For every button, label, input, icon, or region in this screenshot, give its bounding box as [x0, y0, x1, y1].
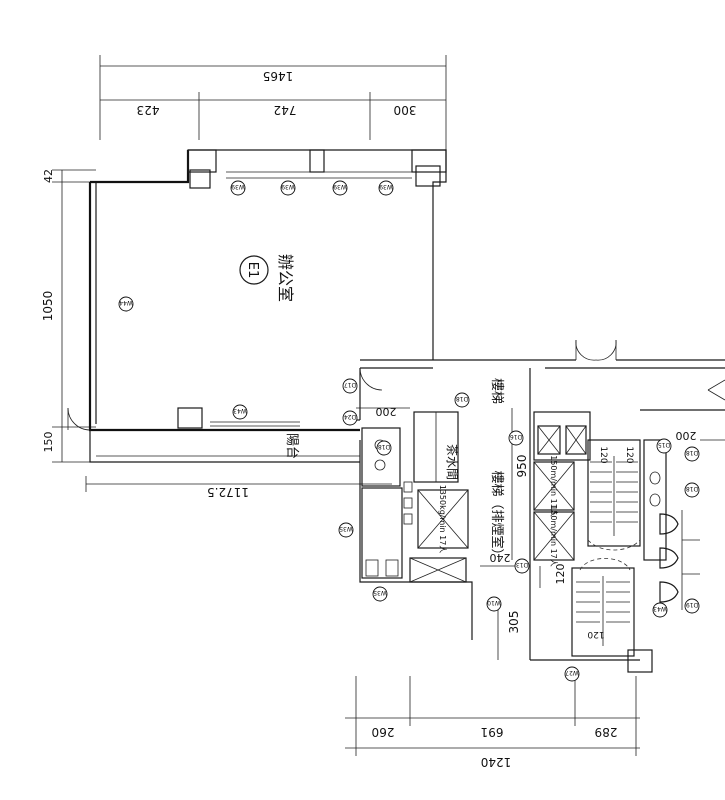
- svg-text:W39: W39: [231, 183, 245, 190]
- stair-label-1: 樓梯: [489, 378, 504, 404]
- svg-text:W43: W43: [653, 605, 667, 612]
- dim-top-b: 742: [274, 103, 297, 117]
- top-dimension-chain: 1465 423 742 300: [99, 55, 447, 150]
- element-tags: W39 W39 W39 W39 W44 W43 D17 D18 D24 D18 …: [118, 180, 700, 682]
- dim-top-a: 423: [137, 103, 160, 117]
- dim-240: 240: [490, 551, 511, 564]
- toilet-right: 200: [640, 379, 725, 610]
- tag: D18: [684, 446, 700, 462]
- tag: D13: [514, 558, 530, 574]
- bottom-dimension-chain: 260 691 289 1240: [345, 676, 640, 769]
- dim-top-total: 1465: [263, 69, 294, 83]
- tag: D17: [342, 378, 358, 394]
- left-dimension-chain: 42 1050 150: [41, 169, 96, 463]
- tag: D24: [342, 410, 358, 426]
- dim-left-c: 150: [42, 432, 55, 453]
- tag: W27: [564, 666, 580, 682]
- svg-text:D18: D18: [456, 395, 468, 402]
- dim-bottom-b: 691: [481, 725, 504, 739]
- dim-bottom-a: 260: [372, 725, 395, 739]
- dim-200-b: 200: [676, 429, 697, 442]
- dim-bottom-total: 1240: [481, 755, 512, 769]
- svg-text:W27: W27: [565, 669, 579, 676]
- svg-text:W35: W35: [339, 525, 353, 532]
- office-label: 辦公室: [276, 254, 295, 302]
- balcony: 陽台: [89, 430, 360, 463]
- tag: W43: [652, 602, 668, 618]
- mid-dimension: 1172.5: [85, 476, 392, 499]
- svg-text:D17: D17: [344, 381, 356, 388]
- svg-text:D16: D16: [510, 433, 522, 440]
- dim-120-b: 120: [598, 446, 608, 463]
- tag: D15: [656, 438, 672, 454]
- lift-label-1: 1350kg/min 17人: [438, 485, 447, 554]
- tag: D19: [684, 598, 700, 614]
- svg-text:W39: W39: [379, 183, 393, 190]
- tag: W39: [280, 180, 296, 196]
- balcony-label: 陽台: [284, 433, 299, 459]
- pantry-label: 茶水間: [445, 444, 460, 480]
- tag: D16: [508, 430, 524, 446]
- dim-bottom-c: 289: [595, 725, 618, 739]
- tag: W10: [486, 596, 502, 612]
- tag: D18: [376, 440, 392, 456]
- dim-120-a: 120: [554, 564, 567, 585]
- dim-top-c: 300: [394, 103, 417, 117]
- svg-text:D15: D15: [658, 441, 670, 448]
- tag: D18: [684, 482, 700, 498]
- stair-label-2: 樓梯（排煙室）: [489, 470, 505, 561]
- dim-mid: 1172.5: [207, 485, 249, 499]
- dim-950: 950: [515, 455, 529, 478]
- svg-text:W10: W10: [487, 599, 501, 606]
- tag: W35: [338, 522, 354, 538]
- stair-lower: 120: [571, 557, 653, 673]
- tag: W39: [332, 180, 348, 196]
- dim-120-c: 120: [624, 446, 634, 463]
- dim-305: 305: [507, 611, 521, 634]
- unit-label: E1: [245, 262, 260, 279]
- tag: W39: [230, 180, 246, 196]
- svg-text:D19: D19: [686, 601, 698, 608]
- tag: W35: [372, 586, 388, 602]
- svg-text:W35: W35: [373, 589, 387, 596]
- svg-text:W43: W43: [233, 407, 247, 414]
- lift-label-2: 150m/min 11人: [549, 455, 558, 517]
- svg-text:D18: D18: [686, 449, 698, 456]
- lift-label-3: 150m/min 17人: [549, 505, 558, 567]
- dim-120-d: 120: [587, 629, 604, 639]
- svg-text:D24: D24: [344, 413, 356, 420]
- svg-text:D18: D18: [686, 485, 698, 492]
- svg-text:D18: D18: [378, 443, 390, 450]
- svg-text:W39: W39: [281, 183, 295, 190]
- tag: W43: [232, 404, 248, 420]
- svg-text:D13: D13: [516, 561, 528, 568]
- dim-left-a: 42: [42, 169, 55, 183]
- tag: W39: [378, 180, 394, 196]
- office-room: E1 辦公室: [67, 149, 545, 432]
- tag: W44: [118, 296, 134, 312]
- svg-text:W44: W44: [119, 299, 133, 306]
- stair-upper: 120 120: [587, 439, 641, 551]
- core-area: 200 茶水間 1350kg/min 17人 樓梯 樓梯（排煙室） 950 24…: [352, 339, 725, 661]
- dim-200-a: 200: [376, 405, 397, 418]
- dim-left-b: 1050: [41, 291, 55, 322]
- tag: D18: [454, 392, 470, 408]
- svg-text:W39: W39: [333, 183, 347, 190]
